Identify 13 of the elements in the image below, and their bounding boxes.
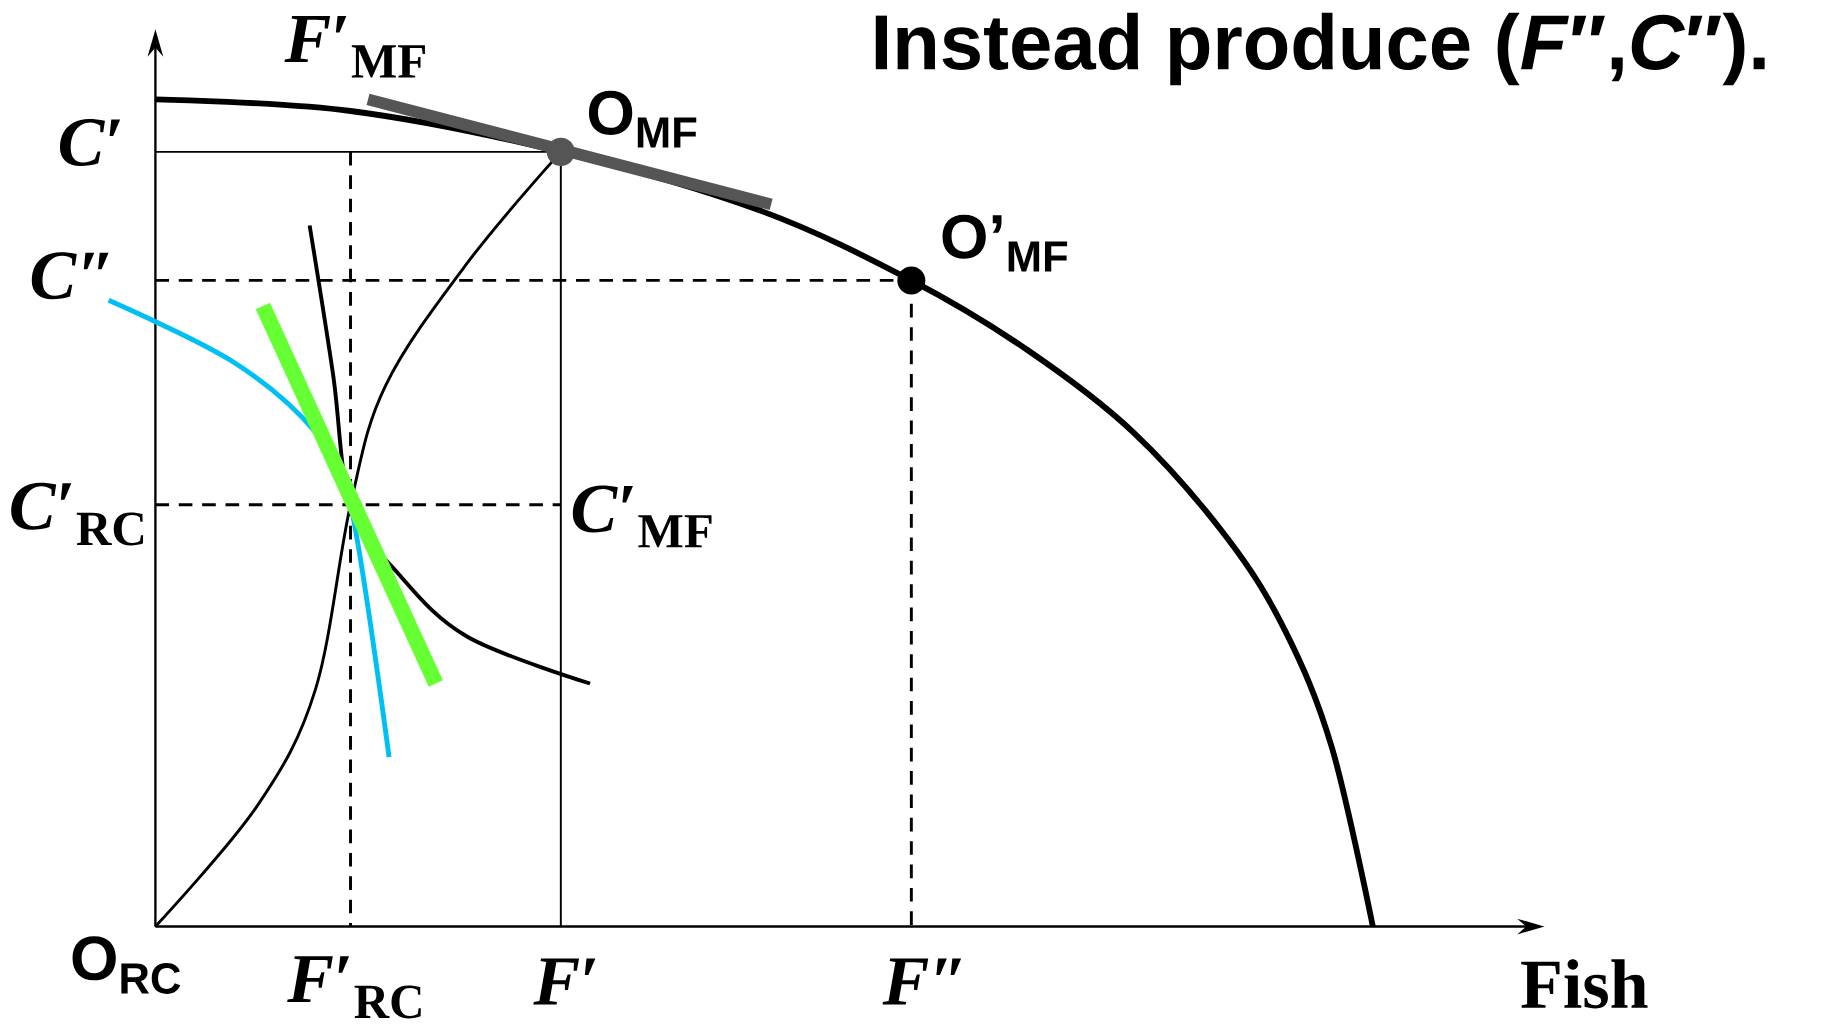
axis-label: C′$_{RC}$	[11, 482, 144, 546]
axis-label: C″	[31, 252, 109, 300]
curve-label: C′$_{MF}$	[572, 485, 712, 548]
title: Instead produce (F″,C″).	[875, 12, 1765, 86]
axis-label: F′$_{RC}$	[287, 956, 421, 1019]
axis-label: F′	[533, 958, 596, 1005]
axis-label: F″	[882, 958, 962, 1005]
origin-label: O$_{RC}$	[72, 936, 181, 994]
axis-label: F′$_{MF}$	[284, 15, 425, 78]
point-label: O$_{MF}$	[588, 90, 697, 148]
axis-label: C′	[59, 118, 121, 166]
axis-label: Fish	[1521, 959, 1648, 1009]
point-label: O’$_{MF}$	[942, 214, 1068, 272]
